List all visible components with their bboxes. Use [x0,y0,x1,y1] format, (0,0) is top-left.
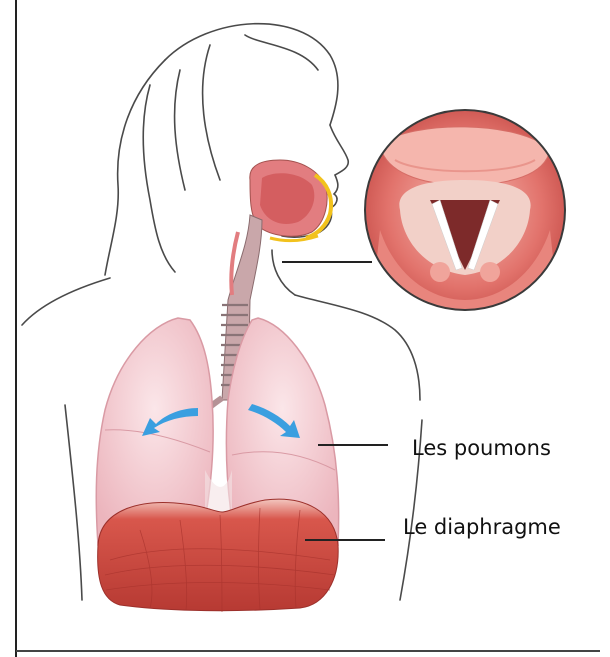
vocal-cords-magnified-view [365,110,565,320]
lungs-label: Les poumons [412,436,551,460]
diaphragm [98,499,339,611]
diaphragm-label: Le diaphragme [403,515,561,539]
